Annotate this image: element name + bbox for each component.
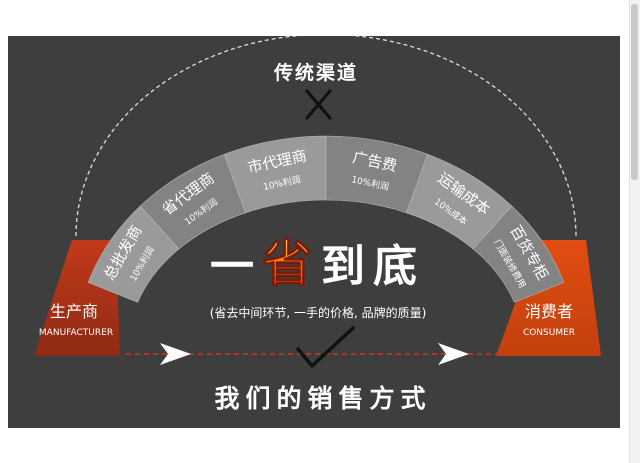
manufacturer-title: 生产商 — [50, 302, 98, 321]
headline-char-4: 底 — [373, 241, 417, 292]
channel-segment — [472, 205, 565, 303]
tagline: (省去中间环节, 一手的价格, 品牌的质量) — [210, 305, 427, 320]
scrollbar-track[interactable] — [629, 0, 640, 463]
scrollbar-thumb[interactable] — [631, 4, 638, 180]
channel-segments — [87, 135, 565, 303]
consumer-block — [496, 240, 601, 356]
consumer-subtitle: CONSUMER — [523, 328, 575, 338]
arrow-right-icon — [438, 343, 469, 365]
diagram-canvas: 总批发商10%利润省代理商10%利润市代理商10%利润广告费10%利润运输成本1… — [34, 36, 601, 413]
arrow-right-icon — [160, 343, 191, 365]
headline-char-2: 省 — [262, 235, 312, 293]
headline: 一 省 到 底 — [210, 235, 417, 294]
consumer-title: 消费者 — [525, 302, 573, 321]
top-title: 传统渠道 — [273, 61, 358, 84]
checkmark-icon — [296, 326, 355, 368]
manufacturer-subtitle: MANUFACTURER — [39, 328, 113, 338]
x-mark-icon — [305, 89, 332, 120]
headline-char-3: 到 — [321, 241, 365, 292]
outer-dashed-arc — [75, 36, 577, 237]
footer-title: 我们的销售方式 — [214, 384, 431, 413]
headline-char-1: 一 — [210, 241, 254, 292]
